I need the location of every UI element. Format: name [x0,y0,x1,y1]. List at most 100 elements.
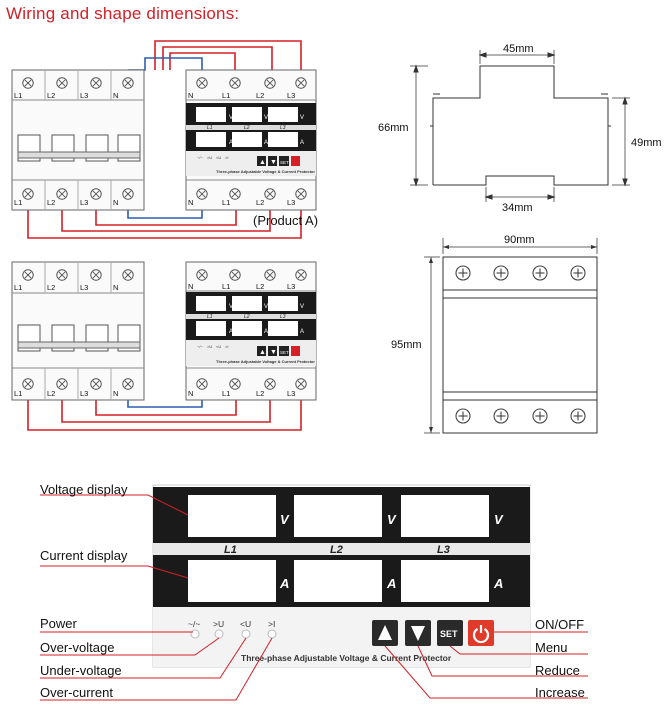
small-set-label: SET [280,160,289,165]
small-a-unit-2: A [264,140,268,146]
small-ind-uv: <U [216,155,221,160]
callout-on-off: ON/OFF [535,617,585,632]
small-b-phase-l3: L3 [280,314,286,320]
small-b-ind-power: ~/~ [197,344,203,349]
label-protector-bot-n-bottom: N [188,389,193,398]
small-b-ind-oc: >I [225,344,228,349]
label-protector-bot-n: N [188,282,193,291]
label-breaker-bot-l1: L1 [14,283,22,292]
product-caption: (Product A) [253,213,319,228]
label-protector-bot-l2-bottom: L2 [256,389,264,398]
voltage-unit-1: V [280,512,290,527]
current-unit-1: A [279,576,289,591]
small-panel-text-top: V V V L1 L2 L3 A A A ~/~ >U <U >I ▲ ▼ SE… [197,115,315,174]
label-protector-bot-l3: L3 [287,282,295,291]
dim-front-width: 90mm [504,234,535,246]
label-breaker-bot-l1-bottom: L1 [14,389,22,398]
label-breaker-bot-n: N [113,283,118,292]
small-v-unit-2: V [264,115,268,121]
small-b-v-unit-3: V [300,304,304,310]
small-phase-l1: L1 [207,125,213,131]
label-breaker-top-l1-bottom: L1 [14,198,22,207]
small-a-unit-3: A [300,140,304,146]
label-protector-top-l3: L3 [287,91,295,100]
callout-menu: Menu [535,640,568,655]
dim-height-left: 66mm [378,122,409,134]
callout-lines [40,494,588,701]
callout-reduce: Reduce [535,663,580,678]
small-phase-l2: L2 [244,125,250,131]
label-protector-top-l2: L2 [256,91,264,100]
label-breaker-top-l2: L2 [47,91,55,100]
panel-text: V V V L1 L2 L3 A A A ~/~ >U <U >I Three-… [188,512,504,663]
breaker-top [11,69,145,211]
small-panel-text-bottom: V V V L1 L2 L3 A A A ~/~ >U <U >I ▲ ▼ SE… [197,304,315,364]
small-b-a-unit-2: A [264,329,268,335]
phase-label-l2: L2 [330,544,343,556]
current-unit-3: A [493,576,503,591]
label-protector-bot-l2: L2 [256,282,264,291]
protector-top [185,69,317,211]
indicator-overvoltage-label: >U [213,619,224,629]
small-product-name: Three-phase Adjustable Voltage & Current… [216,169,315,174]
phase-label-l1: L1 [224,544,237,556]
wires-bottom [27,395,302,431]
dim-top-width: 45mm [503,43,534,55]
label-breaker-bot-l2: L2 [47,283,55,292]
small-phase-l3: L3 [280,125,286,131]
small-b-ind-ov: >U [207,344,212,349]
label-breaker-top-l2-bottom: L2 [47,198,55,207]
side-profile-drawing [410,50,630,202]
small-b-a-unit-1: A [229,329,233,335]
set-button-label: SET [440,629,458,639]
small-b-a-unit-3: A [300,329,304,335]
small-b-v-unit-1: V [229,304,233,310]
product-name: Three-phase Adjustable Voltage & Current… [241,653,452,663]
label-protector-top-l2-bottom: L2 [256,198,264,207]
callout-under-voltage: Under-voltage [40,663,122,678]
dim-front-height: 95mm [391,339,422,351]
label-breaker-top-l3-bottom: L3 [80,198,88,207]
small-ind-power: ~/~ [197,155,203,160]
small-up-icon: ▲ [259,159,266,166]
page-title: Wiring and shape dimensions: [6,4,240,23]
protector-bottom [185,261,317,401]
small-b-product-name: Three-phase Adjustable Voltage & Current… [216,359,315,364]
label-protector-bot-l3-bottom: L3 [287,389,295,398]
callout-power: Power [40,616,77,631]
small-ind-ov: >U [207,155,212,160]
label-breaker-bot-l3-bottom: L3 [80,389,88,398]
front-panel [152,484,531,668]
label-protector-bot-l1: L1 [222,282,230,291]
dim-height-right: 49mm [631,137,662,149]
phase-label-l3: L3 [437,544,450,556]
small-b-phase-l2: L2 [244,314,250,320]
voltage-unit-3: V [494,512,504,527]
small-b-v-unit-2: V [264,304,268,310]
label-breaker-bot-n-bottom: N [113,389,118,398]
label-breaker-bot-l2-bottom: L2 [47,389,55,398]
small-b-phase-l1: L1 [207,314,213,320]
label-breaker-top-n-bottom: N [113,198,118,207]
breaker-bottom [11,261,145,401]
label-breaker-top-l1: L1 [14,91,22,100]
dimension-labels: 45mm 66mm 49mm 34mm 90mm 95mm [378,43,662,351]
small-a-unit-1: A [229,140,233,146]
current-unit-2: A [386,576,396,591]
callout-over-voltage: Over-voltage [40,640,115,655]
label-breaker-bot-l3: L3 [80,283,88,292]
small-down-icon: ▼ [270,159,277,166]
small-b-down-icon: ▼ [270,349,277,356]
label-protector-top-n: N [188,91,193,100]
small-v-unit-1: V [229,115,233,121]
indicator-power-label: ~/~ [188,619,200,629]
small-ind-oc: >I [225,155,228,160]
callout-increase: Increase [535,685,585,700]
callout-current-display: Current display [40,548,128,563]
small-b-up-icon: ▲ [259,349,266,356]
small-v-unit-3: V [300,115,304,121]
callout-voltage-display: Voltage display [40,482,128,497]
wires-top [27,40,302,239]
indicator-overcurrent-label: >I [268,619,275,629]
